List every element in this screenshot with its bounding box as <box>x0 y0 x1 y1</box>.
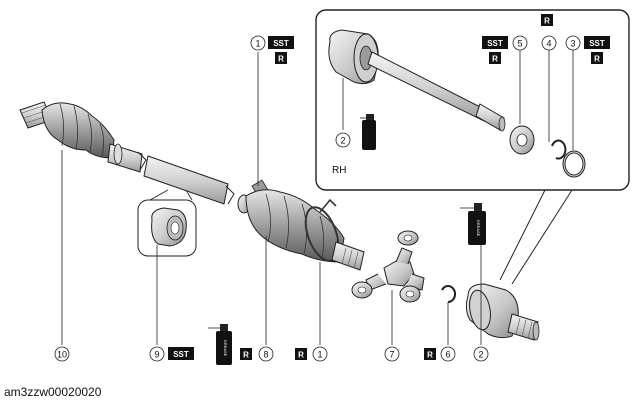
r-tag: R <box>541 14 553 26</box>
leader-lines <box>61 52 482 345</box>
r-tag: R <box>489 52 501 64</box>
svg-text:7: 7 <box>389 350 394 360</box>
grease-tube-text: GREASE <box>223 340 228 357</box>
inset-shaft <box>367 51 506 132</box>
sst-tag: SST <box>268 36 294 49</box>
svg-text:SST: SST <box>487 39 503 48</box>
r-tag: R <box>295 348 307 360</box>
callout-1: 1 <box>312 346 328 362</box>
outer-joint-assembly <box>19 101 235 205</box>
callout-5-inset: 5 <box>512 35 528 51</box>
inner-boot-assembly <box>237 179 365 271</box>
grease-tube-icon <box>360 114 376 150</box>
inset-rh-label: RH <box>332 165 346 176</box>
svg-text:8: 8 <box>263 350 268 360</box>
figure-caption: am3zzw00020020 <box>4 385 102 399</box>
inner-joint-housing <box>465 283 540 341</box>
svg-text:2: 2 <box>340 136 345 146</box>
svg-text:SST: SST <box>273 39 289 48</box>
rh-inset: RH <box>315 9 630 285</box>
svg-text:2: 2 <box>478 350 483 360</box>
svg-text:R: R <box>544 17 550 26</box>
r-tag: R <box>275 52 287 64</box>
callout-2: 2 <box>473 346 489 362</box>
svg-text:SST: SST <box>173 350 189 359</box>
r-tag: R <box>240 348 252 360</box>
callout-3-inset: 3 <box>565 35 581 51</box>
callout-7: 7 <box>384 346 400 362</box>
svg-text:4: 4 <box>546 39 551 49</box>
svg-text:3: 3 <box>570 39 575 49</box>
tripod-assembly <box>351 230 425 303</box>
callout-6: 6 <box>440 346 456 362</box>
svg-text:R: R <box>298 351 304 360</box>
r-tag: R <box>424 348 436 360</box>
inset-frame <box>315 9 630 191</box>
r-tag: R <box>591 52 603 64</box>
svg-text:R: R <box>278 55 284 64</box>
inset-outer-joint <box>328 29 379 85</box>
svg-text:R: R <box>243 351 249 360</box>
svg-text:R: R <box>492 55 498 64</box>
callout-10: 10 <box>54 346 70 362</box>
svg-text:9: 9 <box>154 350 159 360</box>
callout-2-inset: 2 <box>335 132 351 148</box>
callout-4-inset: 4 <box>541 35 557 51</box>
svg-text:R: R <box>427 351 433 360</box>
grease-tube-text: GREASE <box>476 220 481 237</box>
inset-pointer-line <box>511 189 573 285</box>
svg-text:1: 1 <box>317 350 322 360</box>
callout-1-top: 1 <box>250 35 266 51</box>
svg-text:R: R <box>594 55 600 64</box>
grease-tube-icon: GREASE <box>460 203 486 245</box>
svg-text:10: 10 <box>57 350 67 360</box>
dynamic-damper <box>137 189 197 257</box>
inset-bearing <box>509 125 535 155</box>
inset-clip <box>562 150 586 178</box>
inset-snap-ring <box>551 139 567 160</box>
svg-text:SST: SST <box>589 39 605 48</box>
svg-text:5: 5 <box>517 39 522 49</box>
snap-ring <box>441 285 457 304</box>
inset-pointer-line <box>499 189 546 281</box>
callout-9: 9 <box>149 346 165 362</box>
callout-8: 8 <box>258 346 274 362</box>
sst-tag: SST <box>584 36 610 49</box>
sst-tag: SST <box>168 347 194 360</box>
sst-tag: SST <box>482 36 508 49</box>
svg-text:1: 1 <box>255 39 260 49</box>
svg-text:6: 6 <box>445 350 450 360</box>
grease-tube-icon: GREASE <box>208 324 232 365</box>
